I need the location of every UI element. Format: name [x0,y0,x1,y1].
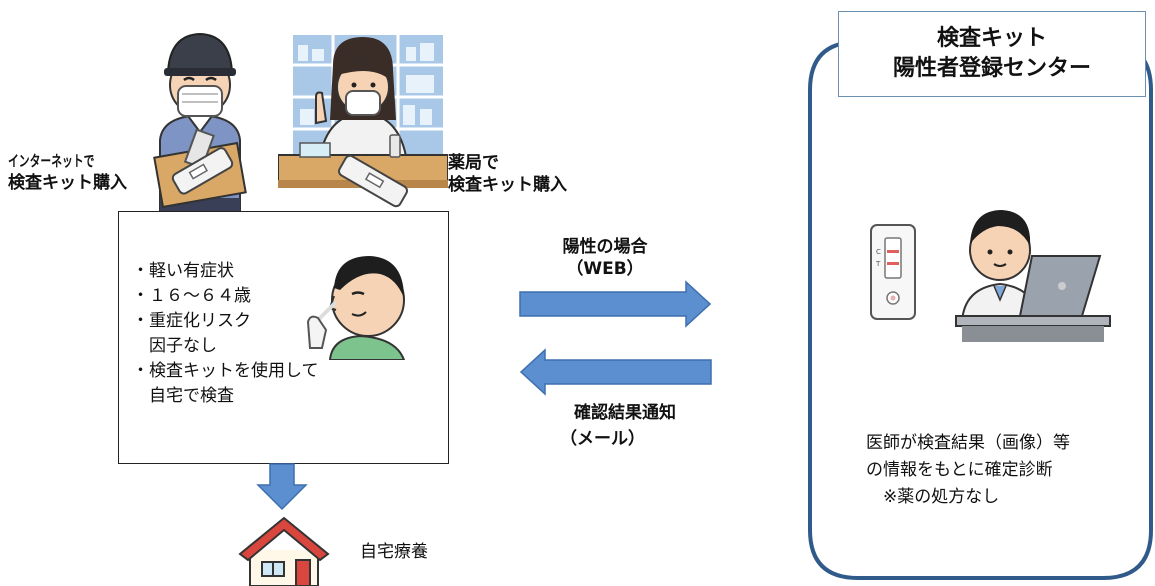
result-arrow-left [519,348,712,396]
pharmacy-purchase-line2: 検査キット購入 [448,175,567,195]
center-title-box: 検査キット 陽性者登録センター [838,11,1146,97]
condition-item: 自宅で検査 [132,386,234,406]
center-description-line: 医師が検査結果（画像）等 [866,433,1070,453]
condition-item: ・１６～６４歳 [132,286,251,306]
center-description: 医師が検査結果（画像）等 の情報をもとに確定診断 ※薬の処方なし [866,430,1070,511]
positive-arrow-right [519,280,712,328]
result-notification-label: 確認結果通知 （メール） [560,400,710,452]
internet-purchase-line2: 検査キット購入 [8,173,127,193]
internet-purchase-label: インターネットで 検査キット購入 [8,150,128,194]
house-icon [238,516,330,586]
positive-case-text: 陽性の場合 [562,237,648,257]
condition-item: ・検査キットを使用して [132,361,319,381]
patient-conditions-box [118,211,449,464]
doctor-laptop-illustration [955,210,1111,342]
center-description-line: の情報をもとに確定診断 [866,460,1053,480]
condition-item: ・軽い有症状 [132,261,234,281]
internet-purchase-line1: インターネットで [8,152,95,170]
test-kit-illustration: C T [870,224,916,320]
center-title-line1: 検査キット [936,26,1047,51]
center-description-line: ※薬の処方なし [866,487,1000,507]
center-title-line2: 陽性者登録センター [892,56,1091,81]
home-arrow-down [256,463,308,511]
test-kit-mark-t: T [875,260,881,268]
self-testing-person-illustration [306,256,406,360]
delivery-worker-illustration [153,32,247,215]
pharmacy-purchase-line1: 薬局で [448,153,499,173]
positive-case-label: 陽性の場合 （WEB） [545,236,665,280]
pharmacist-illustration [278,35,448,208]
pharmacy-purchase-label: 薬局で 検査キット購入 [448,152,567,196]
conditions-list: ・軽い有症状 ・１６～６４歳 ・重症化リスク 因子なし ・検査キットを使用して … [132,259,319,409]
result-notification-mail: （メール） [560,429,645,449]
test-kit-mark-c: C [876,248,881,256]
positive-case-web: （WEB） [566,259,644,279]
condition-item: ・重症化リスク [132,311,251,331]
result-notification-text: 確認結果通知 [574,403,676,423]
home-care-label: 自宅療養 [360,542,428,562]
condition-item: 因子なし [132,336,217,356]
